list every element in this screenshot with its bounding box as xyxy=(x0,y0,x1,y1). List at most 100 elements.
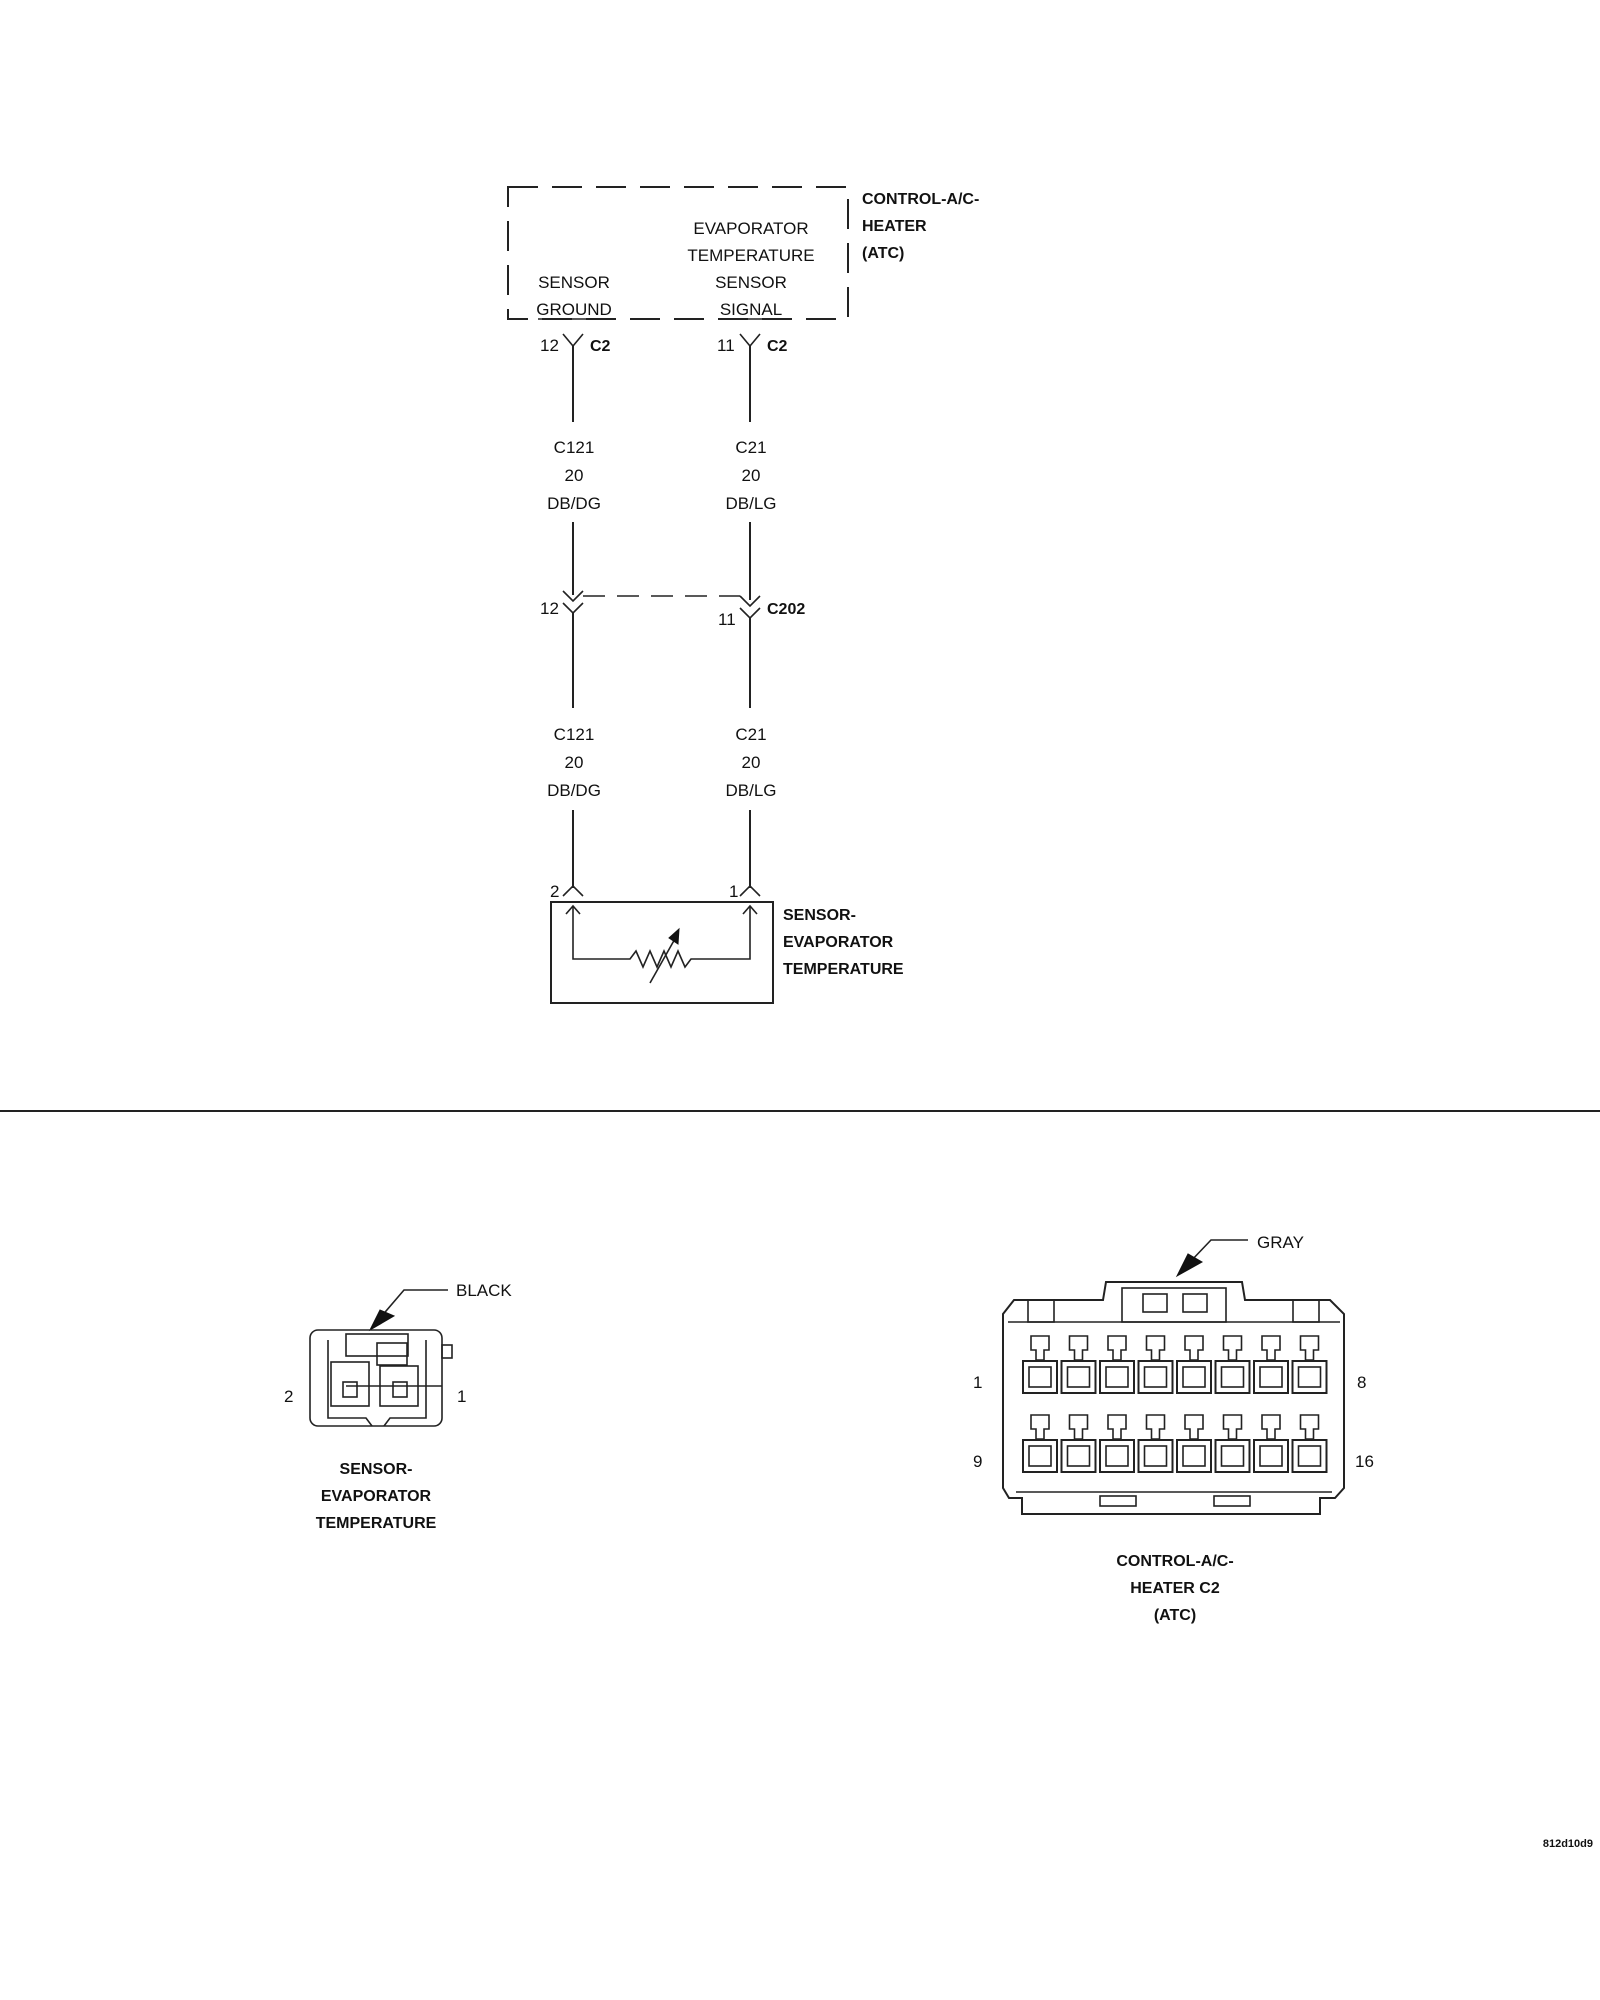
thermistor-element xyxy=(572,906,751,969)
sensor-title-line-2: EVAPORATOR xyxy=(783,934,894,951)
cavity-outer xyxy=(1291,1439,1328,1473)
cavity-12 xyxy=(1137,1414,1174,1473)
cavity-latch xyxy=(1261,1335,1281,1361)
cavity-terminal xyxy=(1182,1445,1206,1467)
module-dashed-box xyxy=(507,186,849,320)
module-connector-title-3: (ATC) xyxy=(1154,1607,1196,1624)
sensor-connector-terminal-1 xyxy=(392,1381,408,1398)
c202-right-terminal-bottom xyxy=(739,607,761,620)
pin-signal-label-1: EVAPORATOR xyxy=(693,219,808,238)
c2-right-pin: 11 xyxy=(717,336,735,355)
cavity-outer xyxy=(1214,1360,1251,1394)
cavity-outer xyxy=(1291,1360,1328,1394)
connector-c202: 12 11 C202 xyxy=(540,590,805,629)
cavity-outer xyxy=(1176,1360,1212,1394)
cavity-latch xyxy=(1299,1335,1320,1361)
module-connector-arrow-head xyxy=(1175,1253,1204,1278)
c2-right-name: C2 xyxy=(767,338,788,355)
wire-signal-upper-color: DB/LG xyxy=(725,494,776,513)
cavity-outer xyxy=(1137,1439,1174,1473)
module-title-line-1: CONTROL-A/C- xyxy=(862,191,979,208)
module-connector-lock-tab xyxy=(1121,1287,1227,1323)
wire-ground-upper-color: DB/DG xyxy=(547,494,601,513)
sensor-connector-key-inner xyxy=(376,1342,408,1366)
cavity-outer xyxy=(1022,1439,1058,1473)
module-connector-lock-slot-right xyxy=(1182,1293,1208,1313)
cavity-latch xyxy=(1107,1414,1127,1440)
cavity-latch xyxy=(1068,1414,1089,1440)
thermistor-arrow-head xyxy=(668,927,680,945)
wire-ground-lower-label: C121 20 DB/DG xyxy=(547,725,601,800)
cavity-7 xyxy=(1253,1335,1289,1394)
sensor-connector-cavity-2 xyxy=(330,1361,370,1407)
wire-ground-lower-gauge: 20 xyxy=(565,753,584,772)
module-connector-pin-16: 16 xyxy=(1355,1452,1374,1471)
cavity-terminal xyxy=(1105,1366,1129,1388)
module-connector-color: GRAY xyxy=(1257,1233,1304,1252)
sensor-connector-terminal-2 xyxy=(342,1381,358,1398)
c202-right-terminal-top xyxy=(739,595,761,608)
cavity-latch xyxy=(1261,1414,1281,1440)
cavity-2 xyxy=(1060,1335,1097,1394)
wire-signal-upper-label: C21 20 DB/LG xyxy=(725,438,776,513)
cavity-outer xyxy=(1022,1360,1058,1394)
thermistor-variable-arrow xyxy=(649,936,677,984)
cavity-latch xyxy=(1222,1414,1243,1440)
cavity-latch xyxy=(1184,1414,1204,1440)
c2-left-name: C2 xyxy=(590,338,611,355)
cavity-terminal xyxy=(1297,1445,1322,1467)
c202-left-terminal-bottom xyxy=(562,602,584,615)
module-connector-title-1: CONTROL-A/C- xyxy=(1116,1553,1233,1570)
sensor-connector-view: BLACK 2 1 SENSOR- EVAPORATOR TEMPERATURE xyxy=(284,1281,512,1532)
module-connector-title-2: HEATER C2 xyxy=(1130,1580,1220,1597)
sensor-connector-color: BLACK xyxy=(456,1281,512,1300)
wire-ground-upper-circuit: C121 xyxy=(554,438,595,457)
cavity-terminal xyxy=(1028,1366,1052,1388)
wire-signal-upper-gauge: 20 xyxy=(742,466,761,485)
cavity-outer xyxy=(1253,1360,1289,1394)
cavity-latch xyxy=(1222,1335,1243,1361)
cavity-terminal xyxy=(1297,1366,1322,1388)
cavity-latch xyxy=(1068,1335,1089,1361)
sensor-connector-shell xyxy=(309,1329,443,1427)
cavity-4 xyxy=(1137,1335,1174,1394)
wire-ground-upper-gauge: 20 xyxy=(565,466,584,485)
wire-signal-lower-color: DB/LG xyxy=(725,781,776,800)
module-title-line-3: (ATC) xyxy=(862,245,904,262)
module-connector-pin-1: 1 xyxy=(973,1373,982,1392)
module-connector-view: GRAY 1 8 9 16 CONTROL-A/C- HEATER C2 (AT… xyxy=(973,1233,1374,1624)
sensor-title-line-3: TEMPERATURE xyxy=(783,961,904,978)
cavity-8 xyxy=(1291,1335,1328,1394)
cavity-latch xyxy=(1145,1414,1166,1440)
sensor-right-terminal xyxy=(739,884,761,897)
cavity-terminal xyxy=(1259,1445,1283,1467)
cavity-14 xyxy=(1214,1414,1251,1473)
sensor-connector-cavity-1 xyxy=(379,1365,419,1407)
cavity-terminal xyxy=(1143,1445,1168,1467)
cavity-terminal xyxy=(1066,1445,1091,1467)
sensor-connector-pin-1: 1 xyxy=(457,1387,466,1406)
c2-left-pin: 12 xyxy=(540,336,559,355)
pin-ground-label-2: GROUND xyxy=(536,300,612,319)
cavity-outer xyxy=(1253,1439,1289,1473)
cavity-latch xyxy=(1145,1335,1166,1361)
cavity-outer xyxy=(1214,1439,1251,1473)
sensor-evaporator-temperature: 2 1 SENSOR- EVAPORATOR TEMPERATURE xyxy=(550,882,904,1004)
cavity-outer xyxy=(1099,1360,1135,1394)
connector-c2: 12 C2 11 C2 xyxy=(540,333,788,355)
module-connector-left-clip xyxy=(1027,1299,1055,1323)
module-connector-lock-slot-left xyxy=(1142,1293,1168,1313)
cavity-outer xyxy=(1060,1439,1097,1473)
cavity-outer xyxy=(1137,1360,1174,1394)
cavity-latch xyxy=(1184,1335,1204,1361)
c202-name: C202 xyxy=(767,601,805,618)
cavity-16 xyxy=(1291,1414,1328,1473)
pin-ground-label-1: SENSOR xyxy=(538,273,610,292)
cavity-latch xyxy=(1299,1414,1320,1440)
c202-left-pin: 12 xyxy=(540,599,559,618)
sensor-connector-pin-2: 2 xyxy=(284,1387,293,1406)
cavity-3 xyxy=(1099,1335,1135,1394)
cavity-outer xyxy=(1176,1439,1212,1473)
module-connector-right-clip xyxy=(1292,1299,1320,1323)
wire-ground-upper-label: C121 20 DB/DG xyxy=(547,438,601,513)
